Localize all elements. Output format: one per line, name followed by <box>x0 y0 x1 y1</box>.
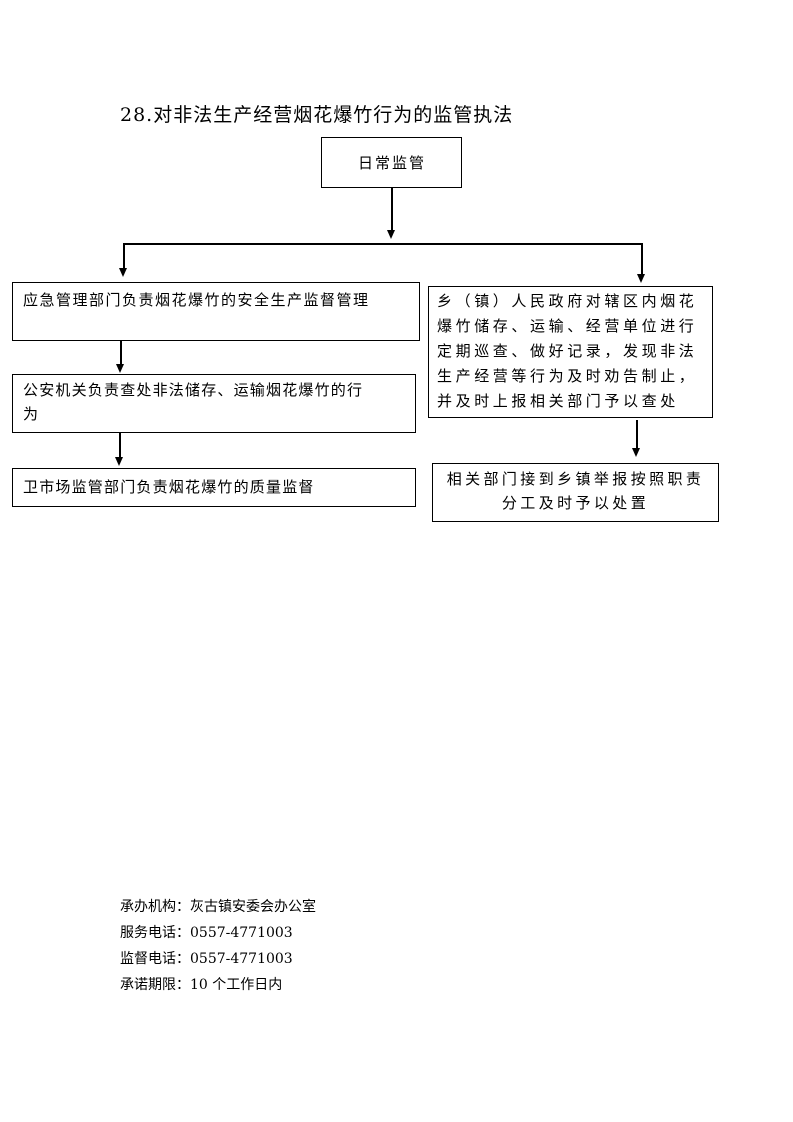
emergency-management-box: 应急管理部门负责烟花爆竹的安全生产监督管理 <box>12 282 420 341</box>
footer-deadline: 承诺期限：10 个工作日内 <box>120 977 283 993</box>
box-text: 定期巡查、做好记录，发现非法 <box>437 342 698 360</box>
footer-org: 承办机构：灰古镇安委会办公室 <box>120 899 316 915</box>
connector <box>120 341 122 365</box>
arrow-icon <box>632 448 640 457</box>
box-text: 为 <box>23 405 40 423</box>
root-label: 日常监管 <box>358 154 427 172</box>
arrow-icon <box>637 274 645 283</box>
connector <box>119 433 121 458</box>
connector <box>391 188 393 230</box>
public-security-box: 公安机关负责查处非法储存、运输烟花爆竹的行 为 <box>12 374 416 433</box>
footer-supervise-phone: 监督电话：0557-4771003 <box>120 951 293 967</box>
box-text: 分工及时予以处置 <box>501 494 650 512</box>
footer-service-phone: 服务电话：0557-4771003 <box>120 925 293 941</box>
connector <box>641 243 643 275</box>
box-text: 应急管理部门负责烟花爆竹的安全生产监督管理 <box>23 291 370 309</box>
arrow-icon <box>116 364 124 373</box>
market-supervision-box: 卫市场监管部门负责烟花爆竹的质量监督 <box>12 468 416 507</box>
box-text: 爆竹储存、运输、经营单位进行 <box>437 317 698 335</box>
arrow-icon <box>387 230 395 239</box>
box-text: 相关部门接到乡镇举报按照职责 <box>446 470 705 488</box>
box-text: 并及时上报相关部门予以查处 <box>437 392 679 410</box>
box-text: 公安机关负责查处非法储存、运输烟花爆竹的行 <box>23 381 364 399</box>
related-departments-box: 相关部门接到乡镇举报按照职责 分工及时予以处置 <box>432 463 719 522</box>
connector <box>636 420 638 449</box>
box-text: 生产经营等行为及时劝告制止， <box>437 367 698 385</box>
root-box: 日常监管 <box>321 137 462 188</box>
township-government-box: 乡（镇）人民政府对辖区内烟花 爆竹储存、运输、经营单位进行 定期巡查、做好记录，… <box>428 286 713 418</box>
box-text: 卫市场监管部门负责烟花爆竹的质量监督 <box>23 478 315 496</box>
page-title: 28.对非法生产经营烟花爆竹行为的监管执法 <box>120 104 514 126</box>
arrow-icon <box>115 457 123 466</box>
connector <box>123 243 125 269</box>
arrow-icon <box>119 268 127 277</box>
box-text: 乡（镇）人民政府对辖区内烟花 <box>437 292 698 310</box>
connector <box>123 243 642 245</box>
